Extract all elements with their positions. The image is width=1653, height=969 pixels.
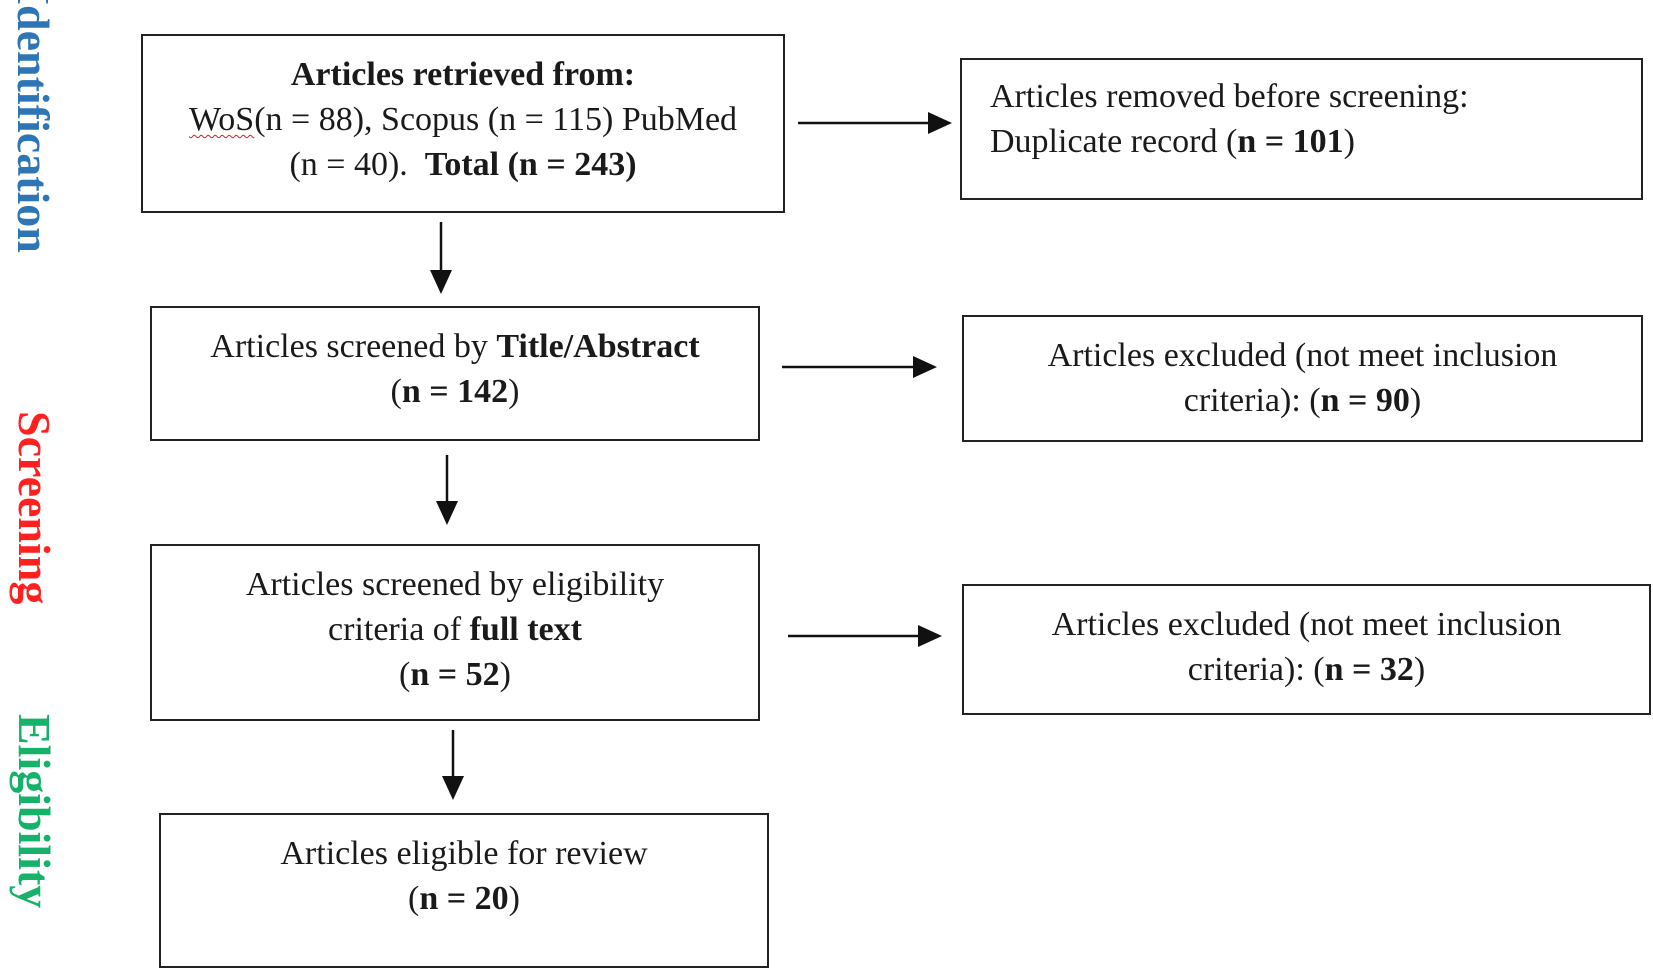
arrow-screened-title-to-screened-full — [436, 455, 458, 525]
arrow-screened-full-to-excluded — [788, 625, 942, 647]
excluded-full-suffix: ) — [1413, 651, 1426, 688]
screened-full-count-line: (n = 52) — [399, 652, 511, 697]
screened-title-close: ) — [508, 373, 520, 410]
retrieved-total-line: (n = 40). Total (n = 243) — [289, 142, 636, 187]
excluded-full-box: Articles excluded (not meet inclusion cr… — [962, 584, 1651, 715]
excluded-title-prefix: criteria): ( — [1183, 382, 1321, 419]
removed-line2-suffix: ) — [1343, 123, 1355, 160]
screened-title-bold: Title/Abstract — [496, 328, 700, 365]
excluded-full-line1: Articles excluded (not meet inclusion — [1051, 606, 1562, 643]
removed-count: n = 101 — [1237, 123, 1344, 160]
screened-title-count: n = 142 — [401, 373, 509, 410]
eligible-box: Articles eligible for review (n = 20) — [159, 813, 769, 968]
excluded-full-line2: criteria): (n = 32) — [1188, 647, 1425, 692]
eligible-close: ) — [508, 880, 520, 917]
eligible-line1: Articles eligible for review — [280, 835, 648, 872]
retrieved-box: Articles retrieved from: WoS(n = 88), Sc… — [141, 34, 785, 213]
eligible-count: n = 20 — [419, 880, 509, 917]
screened-title-count-line: (n = 142) — [391, 369, 520, 414]
screened-full-count: n = 52 — [410, 656, 500, 693]
excluded-title-suffix: ) — [1409, 382, 1422, 419]
retrieved-sources: WoS(n = 88), Scopus (n = 115) PubMed — [189, 97, 737, 142]
excluded-title-count: n = 90 — [1320, 382, 1410, 419]
screened-title-open: ( — [390, 373, 402, 410]
eligible-count-line: (n = 20) — [408, 876, 520, 921]
screened-full-bold: full text — [469, 611, 582, 648]
retrieved-total: Total (n = 243) — [424, 146, 637, 183]
screened-full-open: ( — [399, 656, 411, 693]
screened-full-close: ) — [499, 656, 511, 693]
excluded-title-line1: Articles excluded (not meet inclusion — [1047, 337, 1558, 374]
retrieved-sources-rest: (n = 88), Scopus (n = 115) PubMed — [254, 101, 738, 138]
eligible-open: ( — [408, 880, 420, 917]
screened-title-prefix: Articles screened by — [210, 328, 497, 365]
removed-line2-prefix: Duplicate record ( — [990, 123, 1238, 160]
wos-source: WoS — [188, 101, 255, 138]
screened-full-line2: criteria of full text — [328, 607, 582, 652]
retrieved-heading: Articles retrieved from: — [290, 56, 636, 93]
screened-title-box: Articles screened by Title/Abstract (n =… — [150, 306, 760, 441]
removed-line2: Duplicate record (n = 101) — [990, 119, 1355, 164]
removed-line1: Articles removed before screening: — [990, 78, 1469, 115]
screened-title-line1: Articles screened by Title/Abstract — [210, 324, 699, 369]
arrow-screened-full-to-eligible — [442, 730, 464, 800]
excluded-full-count: n = 32 — [1324, 651, 1414, 688]
arrow-screened-title-to-excluded — [782, 356, 937, 378]
arrow-retrieved-to-removed — [798, 112, 952, 134]
excluded-title-box: Articles excluded (not meet inclusion cr… — [962, 315, 1643, 442]
arrow-retrieved-to-screened-title — [430, 222, 452, 294]
screened-full-prefix: criteria of — [328, 611, 470, 648]
excluded-full-prefix: criteria): ( — [1187, 651, 1325, 688]
retrieved-sources-end: (n = 40). — [289, 146, 408, 183]
screened-full-line1: Articles screened by eligibility — [245, 566, 665, 603]
removed-box: Articles removed before screening: Dupli… — [960, 58, 1643, 200]
screened-full-box: Articles screened by eligibility criteri… — [150, 544, 760, 721]
excluded-title-line2: criteria): (n = 90) — [1184, 378, 1421, 423]
